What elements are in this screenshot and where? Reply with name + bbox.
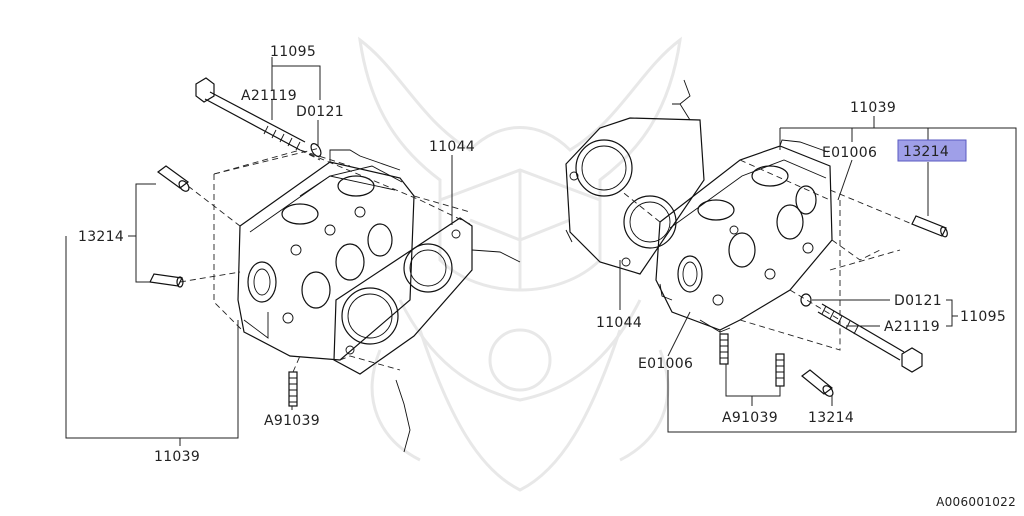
watermark-emblem — [358, 36, 682, 492]
callout-e01006-right-bottom[interactable]: E01006 — [638, 356, 693, 372]
diagram-id: A006001022 — [936, 495, 1016, 509]
cylinder-head-right — [655, 139, 833, 333]
stud-left — [288, 371, 298, 407]
callout-d0121-right[interactable]: D0121 — [894, 293, 942, 309]
dowel-pin-right-upper — [911, 215, 948, 238]
dowel-pin-left-lower — [149, 273, 184, 288]
leaders-left — [65, 57, 453, 446]
callout-11039-left[interactable]: 11039 — [154, 449, 200, 465]
right-assembly: 11039 E01006 13214 11044 D0121 A21119 11… — [565, 79, 1017, 433]
callout-d0121-left[interactable]: D0121 — [296, 104, 344, 120]
callout-13214-right-bottom[interactable]: 13214 — [808, 410, 854, 426]
head-gasket-left — [333, 217, 521, 453]
alignment-lines-left — [179, 147, 471, 373]
callout-13214-highlighted-label: 13214 — [903, 144, 949, 160]
callout-a21119-left[interactable]: A21119 — [241, 88, 297, 104]
callout-a91039-right[interactable]: A91039 — [722, 410, 778, 426]
head-bolt-left — [195, 77, 322, 157]
callout-e01006-right-top[interactable]: E01006 — [822, 145, 877, 161]
callout-a91039-left[interactable]: A91039 — [264, 413, 320, 429]
callout-13214-left[interactable]: 13214 — [78, 229, 124, 245]
callout-11044-right[interactable]: 11044 — [596, 315, 642, 331]
callout-11044-left[interactable]: 11044 — [429, 139, 475, 155]
head-gasket-right — [565, 79, 705, 275]
callout-11095-left[interactable]: 11095 — [270, 44, 316, 60]
highlight-box — [897, 139, 967, 162]
dowel-pin-left-upper — [156, 165, 190, 192]
left-assembly: 11095 A21119 D0121 11044 13214 A91039 11… — [65, 44, 521, 465]
callout-11039-right[interactable]: 11039 — [850, 100, 896, 116]
leaders-right — [619, 116, 1017, 433]
studs-right — [719, 333, 785, 387]
callout-11095-right[interactable]: 11095 — [960, 309, 1006, 325]
callout-a21119-right[interactable]: A21119 — [884, 319, 940, 335]
dowel-pin-right-lower — [801, 369, 834, 397]
callout-13214-highlighted[interactable]: 13214 — [897, 139, 967, 162]
alignment-lines-right — [619, 159, 913, 351]
cylinder-head-left — [237, 149, 415, 361]
